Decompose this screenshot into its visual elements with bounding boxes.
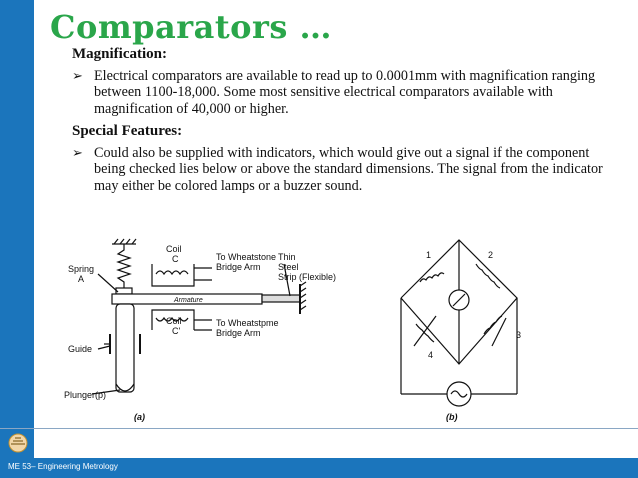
diagram-a-labels: Spring A Coil C To Wheatstone Bridge Arm… [64, 244, 336, 422]
resistor-3-icon [483, 315, 503, 335]
label-r2: 2 [488, 250, 493, 260]
bullet-text: Electrical comparators are available to … [94, 67, 596, 117]
label-spring-sub: A [78, 274, 84, 284]
institution-logo-icon [8, 433, 28, 453]
caption-b: (b) [446, 412, 458, 422]
coil-bottom-icon [155, 316, 189, 322]
label-to-wheatstone-bottom-1: To Wheatstpme [216, 318, 279, 328]
bullet-arrow-icon: ➢ [72, 144, 83, 160]
label-steel: Steel [278, 262, 299, 272]
label-to-wheatstone-top-2: Bridge Arm [216, 262, 261, 272]
coil-top-icon [155, 270, 189, 276]
diagram-a [91, 238, 307, 395]
resistor-1-icon [419, 272, 445, 283]
footer-divider [0, 428, 638, 429]
bullet-special-features: ➢ Could also be supplied with indicators… [72, 145, 612, 195]
section-heading-special-features: Special Features: [72, 123, 183, 139]
label-r3: 3 [516, 330, 521, 340]
label-coil-top: Coil [166, 244, 182, 254]
resistor-2-icon [475, 263, 501, 289]
resistor-4-icon [415, 323, 435, 343]
plunger [115, 303, 135, 393]
label-thin: Thin [278, 252, 296, 262]
caption-a: (a) [134, 412, 145, 422]
bullet-arrow-icon: ➢ [72, 67, 83, 83]
footer-course-label: ME 53– Engineering Metrology [8, 462, 118, 471]
bullet-magnification: ➢ Electrical comparators are available t… [72, 68, 612, 118]
label-armature: Armature [173, 297, 203, 304]
spring-icon [116, 244, 132, 288]
label-r4: 4 [428, 350, 433, 360]
left-accent-bar [0, 0, 34, 458]
label-coil-bottom: Coil [166, 316, 182, 326]
bullet-text: Could also be supplied with indicators, … [94, 144, 603, 194]
diagram-b-labels: 1 2 3 4 (b) [426, 250, 521, 422]
label-strip: Strip (Flexible) [278, 272, 336, 282]
label-plunger: Plunger(p) [64, 390, 106, 400]
label-to-wheatstone-bottom-2: Bridge Arm [216, 328, 261, 338]
label-r1: 1 [426, 250, 431, 260]
section-heading-magnification: Magnification: [72, 46, 167, 62]
slide-title: Comparators … [50, 8, 333, 46]
diagram-b [400, 239, 518, 407]
footer-bar: ME 53– Engineering Metrology [0, 458, 638, 478]
label-coil-top-sub: C [172, 254, 179, 264]
slide-content: Magnification: ➢ Electrical comparators … [72, 46, 612, 200]
label-spring: Spring [68, 264, 94, 274]
label-to-wheatstone-top-1: To Wheatstone [216, 252, 276, 262]
label-guide: Guide [68, 344, 92, 354]
label-coil-bottom-sub: C' [172, 326, 180, 336]
comparator-diagram: Spring A Coil C To Wheatstone Bridge Arm… [64, 238, 521, 422]
